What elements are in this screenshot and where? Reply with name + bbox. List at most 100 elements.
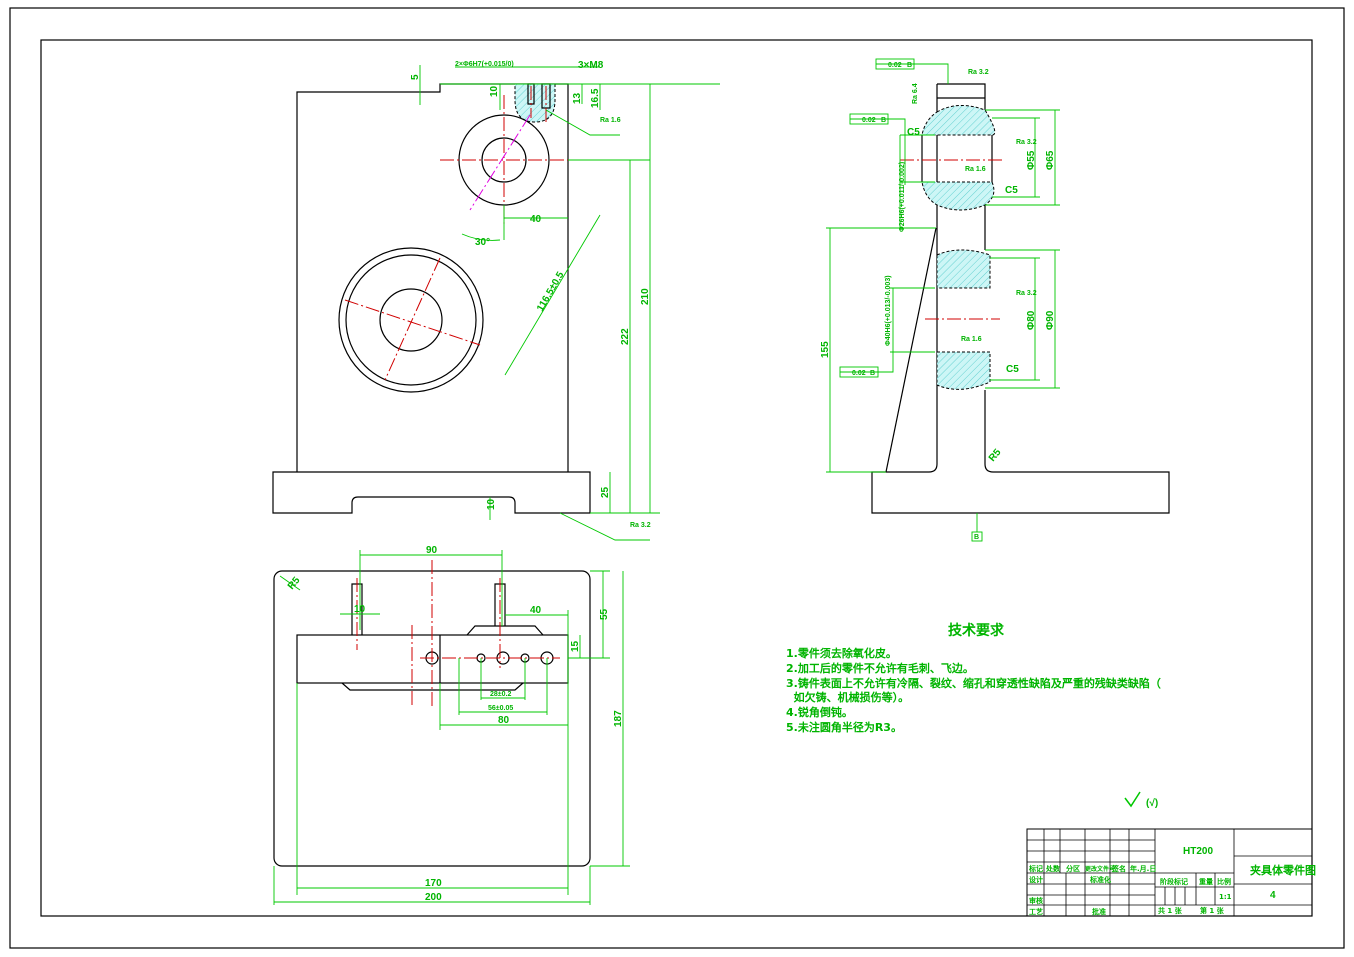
- datum-b: B: [974, 534, 979, 541]
- dim-28: 28±0.2: [490, 691, 511, 698]
- dim-10-slot-width: 10: [354, 604, 366, 615]
- hatched-section: [514, 83, 556, 123]
- tb-process: 工艺: [1029, 907, 1043, 916]
- chamfer-c5-c: C5: [1006, 364, 1019, 375]
- roughness-upper-ra32: Ra 3.2: [1016, 139, 1037, 146]
- dim-phi26h6: Φ26H6(+0.011/-0.002): [899, 162, 906, 232]
- dim-170: 170: [425, 878, 442, 889]
- tb-drawing-number: 4: [1270, 890, 1276, 901]
- dim-16-5: 16.5: [590, 88, 601, 108]
- front-view: 2×Φ6H7(+0.015/0) 3×M8 5 10 13 16.5 Ra 1.…: [272, 60, 720, 541]
- roughness-note: (√): [1146, 798, 1158, 809]
- fillet-r5-top: R5: [286, 575, 303, 592]
- tb-sheet-number: 第 1 张: [1200, 906, 1225, 915]
- tb-approve: 批准: [1092, 907, 1106, 916]
- dim-phi90: Φ90: [1045, 310, 1056, 330]
- dim-200: 200: [425, 892, 442, 903]
- tb-review: 审核: [1029, 896, 1043, 905]
- dim-30deg: 30°: [475, 237, 490, 248]
- dim-90: 90: [426, 545, 438, 556]
- tb-weight-label: 重量: [1199, 877, 1213, 886]
- base-outline: [272, 471, 591, 514]
- tech-req-heading: 技术要求: [948, 622, 1005, 639]
- dim-187: 187: [613, 710, 624, 727]
- parallelism-lower-value: 0.02: [852, 370, 866, 377]
- upper-boss-section-top: [921, 105, 996, 136]
- tb-drawing-title: 夹具体零件图: [1250, 863, 1316, 877]
- tech-req-item: 4.锐角倒钝。: [786, 705, 853, 719]
- tech-req-item: 5.未注圆角半径为R3。: [786, 720, 902, 734]
- drawing-frame: [40, 39, 1313, 917]
- dim-13: 13: [572, 92, 583, 104]
- top-view: R5 90 10 40 55 15 28±0.2 56±0.05 80 187 …: [273, 545, 630, 905]
- tech-req-item: 3.铸件表面上不允许有冷隔、裂纹、缩孔和穿透性缺陷及严重的残缺类缺陷（: [786, 676, 1161, 690]
- dim-40-top: 40: [530, 605, 542, 616]
- dim-phi65: Φ65: [1045, 150, 1056, 170]
- parallelism-top-datum: B: [907, 62, 912, 69]
- roughness-lower-ra16: Ra 1.6: [961, 336, 982, 343]
- chamfer-c5-b: C5: [1005, 185, 1018, 196]
- parallelism-upper-datum: B: [881, 117, 886, 124]
- dim-56: 56±0.05: [488, 705, 513, 712]
- dim-10-top: 10: [489, 85, 500, 97]
- roughness-upper-ra16: Ra 1.6: [965, 166, 986, 173]
- dim-phi55: Φ55: [1026, 150, 1037, 170]
- dim-40: 40: [530, 214, 542, 225]
- dim-155: 155: [820, 341, 831, 358]
- tb-scale-label: 比例: [1217, 877, 1231, 886]
- title-block: 标记 处数 分区 更改文件号 签名 年.月.日 设计 标准化 审核 工艺 批准 …: [1026, 828, 1316, 917]
- tb-standardization: 标准化: [1089, 875, 1111, 884]
- small-bore-inner: [481, 137, 527, 183]
- large-bore-outer: [338, 247, 484, 393]
- technical-requirements: 技术要求 1.零件须去除氧化皮。 2.加工后的零件不允许有毛刺、飞边。 3.铸件…: [786, 622, 1161, 734]
- tb-header: 年.月.日: [1130, 864, 1156, 873]
- dim-5: 5: [410, 74, 421, 80]
- dim-phi80: Φ80: [1026, 310, 1037, 330]
- dim-80: 80: [498, 715, 510, 726]
- tb-header: 标记: [1028, 864, 1043, 873]
- tb-header: 更改文件号: [1085, 865, 1115, 873]
- roughness-ra32: Ra 3.2: [630, 522, 651, 529]
- tech-req-item: 如欠铸、机械损伤等）。: [786, 690, 909, 704]
- large-bore-chamfer: [345, 254, 477, 386]
- chamfer-c5-a: C5: [907, 127, 920, 138]
- column-outline: [871, 83, 1170, 514]
- tb-header: 签名: [1111, 864, 1126, 873]
- lower-boss-section-bottom: [936, 351, 991, 390]
- dim-210: 210: [640, 288, 651, 305]
- body-outline: [296, 83, 569, 472]
- parallelism-upper-value: 0.02: [862, 117, 876, 124]
- side-view: 0.02 B Ra 3.2 Ra 6.4 0.02 B C5 Ra 3.2 Ra…: [820, 58, 1170, 542]
- tb-scale-value: 1:1: [1219, 893, 1232, 901]
- lower-boss-section-top: [936, 249, 991, 289]
- roughness-ra64: Ra 6.4: [912, 83, 919, 104]
- tb-material: HT200: [1183, 846, 1213, 857]
- roughness-lower-ra32: Ra 3.2: [1016, 290, 1037, 297]
- upper-boss-section-bottom: [921, 181, 995, 211]
- dim-222: 222: [620, 328, 631, 345]
- dim-10-slot: 10: [486, 498, 497, 510]
- dim-phi40h6: Φ40H6(+0.013/-0.003): [885, 275, 892, 346]
- tech-req-item: 1.零件须去除氧化皮。: [786, 646, 897, 660]
- tb-total-sheets: 共 1 张: [1158, 906, 1183, 915]
- tb-header: 处数: [1045, 864, 1061, 873]
- roughness-top: Ra 3.2: [968, 69, 989, 76]
- fillet-r5: R5: [987, 447, 1004, 464]
- sheet-border: [9, 7, 1345, 949]
- roughness-general-symbol: (√): [1124, 791, 1158, 809]
- roughness-ra16: Ra 1.6: [600, 117, 621, 124]
- dim-25: 25: [600, 486, 611, 498]
- dim-116-5: 116.5±0.5: [535, 270, 567, 314]
- rib-edge: [885, 227, 937, 473]
- tb-design: 设计: [1029, 875, 1043, 884]
- dim-55: 55: [599, 608, 610, 620]
- parallelism-top-value: 0.02: [888, 62, 902, 69]
- tb-header: 分区: [1066, 864, 1080, 873]
- large-bore-inner: [379, 288, 443, 352]
- dim-threads: 3×M8: [578, 60, 604, 71]
- tech-req-item: 2.加工后的零件不允许有毛刺、飞边。: [786, 661, 974, 675]
- tb-stage-label: 阶段标记: [1160, 877, 1188, 886]
- parallelism-lower-datum: B: [870, 370, 875, 377]
- dim-15: 15: [570, 640, 581, 652]
